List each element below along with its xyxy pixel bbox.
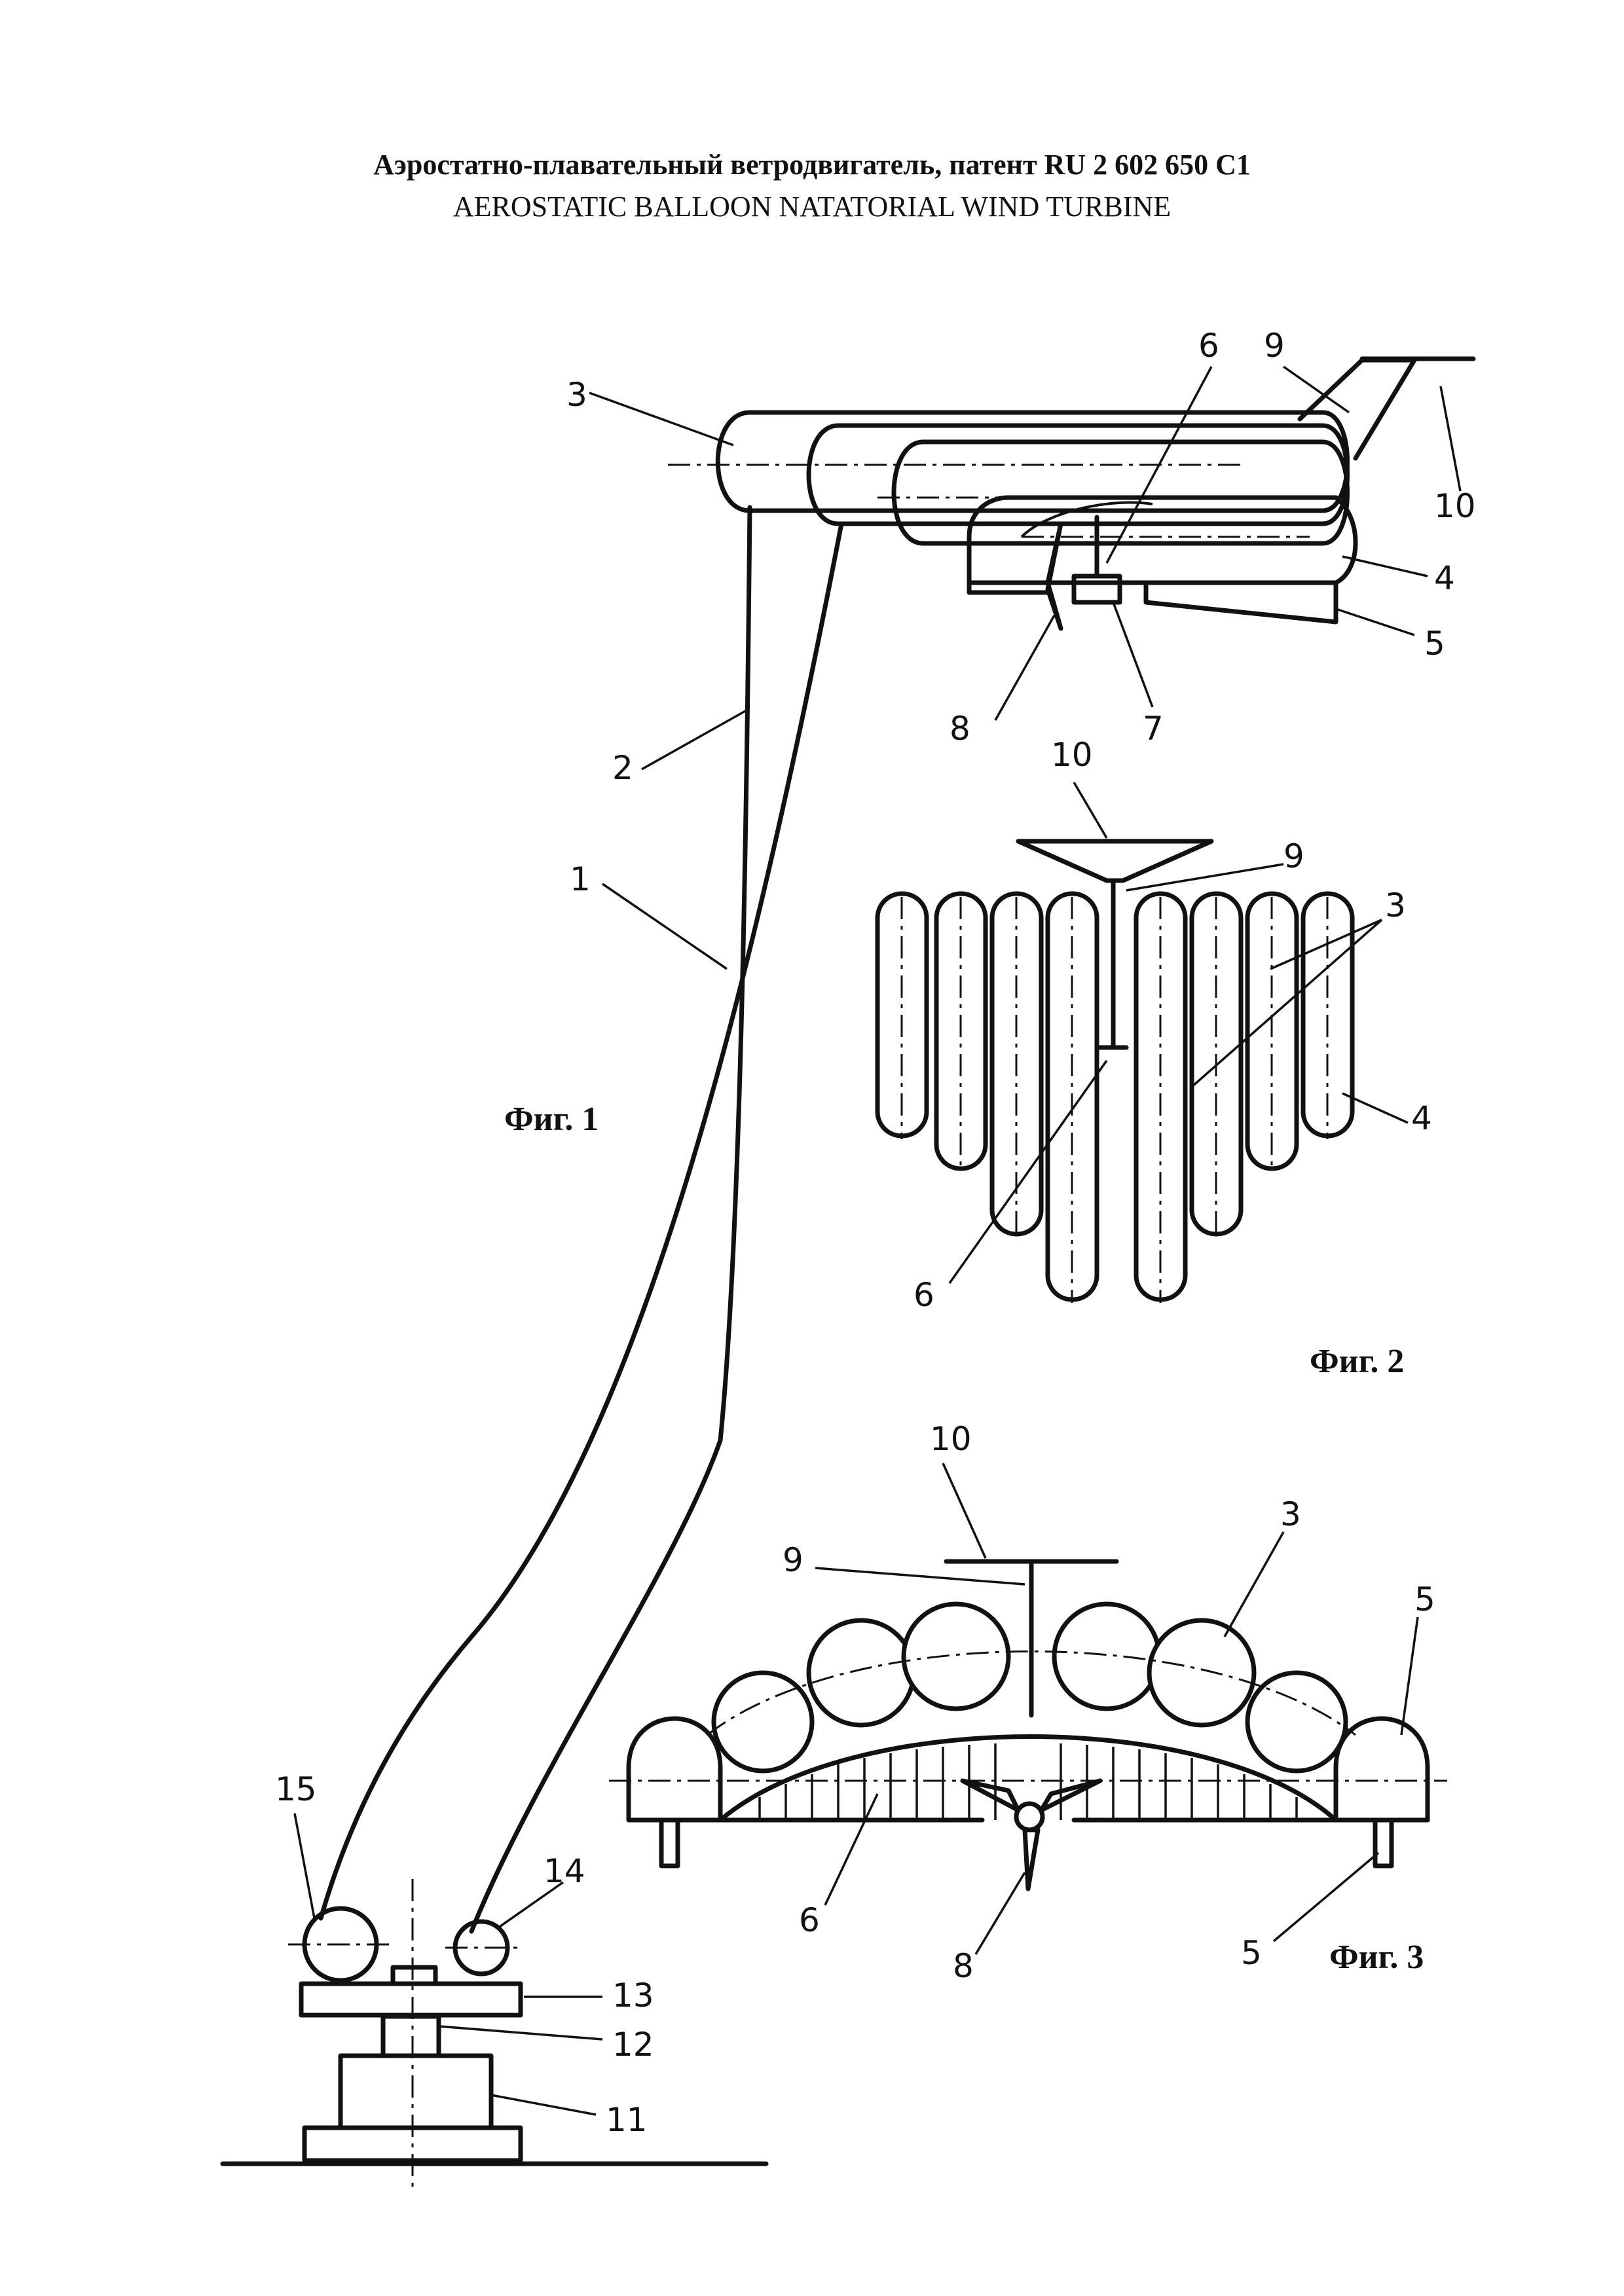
fig2-label: Фиг. 2 — [1310, 1343, 1405, 1380]
keel-5 — [1143, 580, 1338, 625]
balloon-3b — [806, 423, 1350, 526]
fig1-drawing: 3 6 9 10 4 5 8 7 2 1 15 14 13 12 11 — [220, 327, 1476, 2187]
fig2-callout-4: 4 — [1411, 1099, 1432, 1137]
fig3-drawing: 10 9 3 5 6 8 5 — [609, 1420, 1447, 1985]
fig3-callout-3: 3 — [1280, 1495, 1301, 1533]
fig3-rotor-blade — [1022, 1827, 1041, 1891]
fig2-callout-3: 3 — [1385, 886, 1406, 924]
fig3-callout-5: 5 — [1414, 1580, 1435, 1618]
fig3-balloon — [1245, 1670, 1348, 1774]
callout-12: 12 — [612, 2026, 654, 2064]
fig3-callout-6: 6 — [799, 1901, 820, 1939]
fig2-callout-6: 6 — [913, 1276, 934, 1314]
fig3-rotor-blade — [960, 1778, 1021, 1813]
tether-1 — [318, 521, 844, 1921]
fig2-callout-9: 9 — [1283, 837, 1304, 875]
title-ru: Аэростатно-плавательный ветродвигатель, … — [373, 149, 1251, 181]
callout-14: 14 — [544, 1852, 585, 1890]
fig2-stabiliser-10 — [1016, 839, 1214, 883]
fig3-callout-5b: 5 — [1241, 1934, 1262, 1972]
fig3-balloon — [806, 1618, 916, 1728]
callout-1: 1 — [570, 860, 591, 898]
fig3-label: Фиг. 3 — [1329, 1939, 1424, 1976]
fig1-label: Фиг. 1 — [504, 1101, 599, 1138]
fig3-balloon — [1052, 1601, 1162, 1711]
callout-2: 2 — [612, 749, 633, 787]
fig3-rotor-blade — [1039, 1778, 1103, 1813]
balloon-3a — [715, 410, 1350, 513]
callout-13: 13 — [612, 1977, 654, 2014]
fig3-callout-10: 10 — [930, 1420, 972, 1458]
fig3-rotor-hub-8 — [1014, 1801, 1045, 1832]
tether-2 — [469, 505, 752, 1934]
shaft-12 — [380, 2014, 441, 2058]
balloon-3c — [891, 439, 1350, 546]
fig3-frame-6 — [718, 1734, 1338, 1823]
fig3-callout-9: 9 — [783, 1541, 803, 1579]
rotor-8 — [1045, 521, 1063, 631]
fig3-balloon — [1147, 1618, 1257, 1728]
fig3-float-5-right — [1333, 1716, 1430, 1823]
fig3-balloon — [711, 1670, 815, 1774]
callout-11: 11 — [606, 2101, 648, 2139]
fig3-balloon — [901, 1601, 1011, 1711]
callout-8: 8 — [950, 710, 970, 748]
title-en: AEROSTATIC BALLOON NATATORIAL WIND TURBI… — [452, 191, 1172, 223]
fig2-drawing: 10 9 3 4 6 — [875, 736, 1432, 1314]
callout-10: 10 — [1434, 487, 1476, 525]
fig2-callout-10: 10 — [1051, 736, 1093, 774]
callout-4: 4 — [1434, 559, 1455, 597]
platform-13 — [299, 1981, 523, 2018]
fig3-callout-8: 8 — [953, 1947, 974, 1985]
generator-7 — [1071, 574, 1122, 605]
fig3-float-5-left — [626, 1716, 723, 1823]
callout-5: 5 — [1424, 625, 1445, 663]
callout-15: 15 — [275, 1770, 317, 1808]
callout-3: 3 — [566, 376, 587, 414]
callout-7: 7 — [1143, 710, 1164, 748]
callout-9: 9 — [1264, 327, 1285, 365]
base-11 — [338, 2053, 494, 2130]
callout-6: 6 — [1198, 327, 1219, 365]
